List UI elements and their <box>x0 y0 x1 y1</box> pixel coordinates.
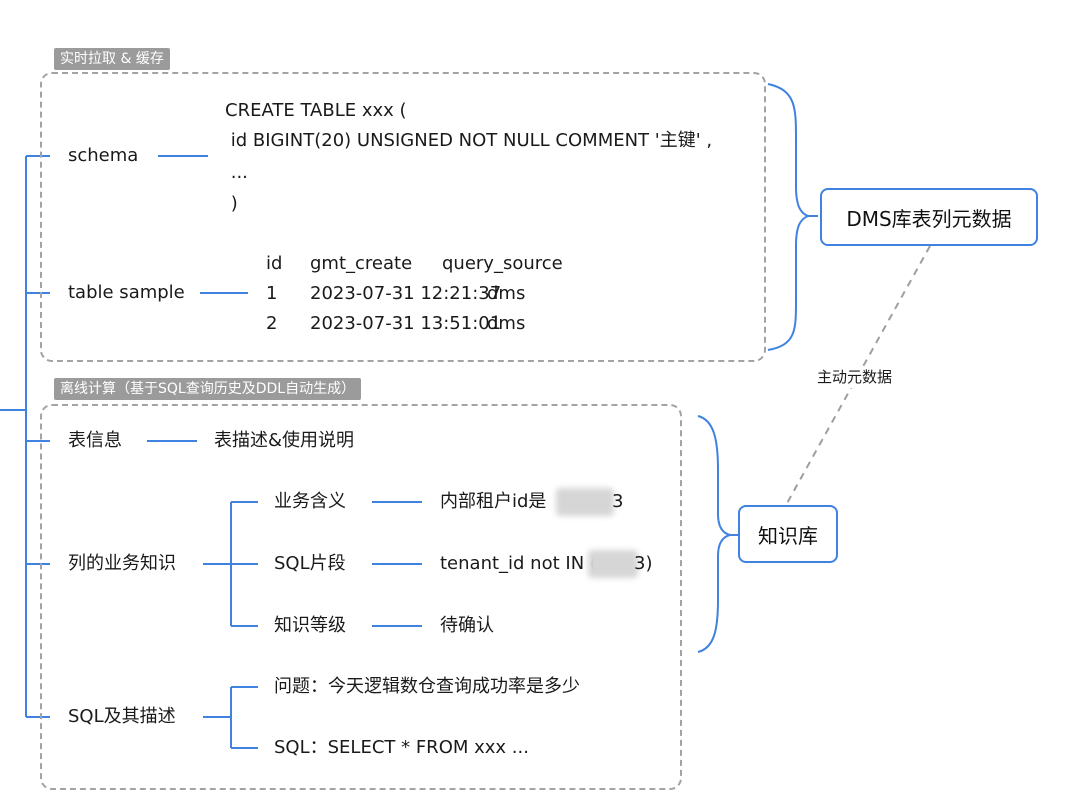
knowledge-level-value: 待确认 <box>440 615 494 636</box>
sample-header-query-source: query_source <box>442 253 563 274</box>
redacted-value-2 <box>588 550 638 578</box>
sample-header-gmt-create: gmt_create <box>310 253 413 274</box>
ddl-line-4: ) <box>225 193 238 214</box>
sql-fragment-tail: 3) <box>634 553 653 574</box>
offline-group-frame <box>40 404 682 790</box>
sql-desc-label: SQL及其描述 <box>68 706 176 727</box>
sample-row-1-time: 2023-07-31 12:21:37 <box>310 283 502 304</box>
sql-fragment-key: SQL片段 <box>274 553 346 574</box>
active-metadata-edge-label: 主动元数据 <box>815 366 895 388</box>
table-info-label: 表信息 <box>68 430 122 451</box>
business-meaning-value: 内部租户id是 <box>440 491 547 512</box>
business-meaning-tail: 3 <box>612 491 624 512</box>
business-meaning-key: 业务含义 <box>274 491 346 512</box>
sql-fragment-value: tenant_id not IN ( <box>440 553 597 574</box>
sample-row-2-time: 2023-07-31 13:51:01 <box>310 313 502 334</box>
sql-question: 问题：今天逻辑数仓查询成功率是多少 <box>274 676 580 697</box>
sql-statement: SQL：SELECT * FROM xxx ... <box>274 737 529 758</box>
table-info-value: 表描述&使用说明 <box>214 430 355 451</box>
offline-group-label: 离线计算（基于SQL查询历史及DDL自动生成） <box>54 378 362 400</box>
redacted-value-1 <box>556 488 614 516</box>
sample-row-2-source: dms <box>487 313 526 334</box>
sample-header-id: id <box>266 253 283 274</box>
ddl-line-2: id BIGINT(20) UNSIGNED NOT NULL COMMENT … <box>225 130 713 151</box>
table-sample-label: table sample <box>68 282 185 303</box>
sample-row-2-id: 2 <box>266 313 278 334</box>
schema-label: schema <box>68 145 139 166</box>
ddl-line-1: CREATE TABLE xxx ( <box>225 100 407 121</box>
sample-row-1-source: dms <box>487 283 526 304</box>
knowledge-base-node: 知识库 <box>738 505 838 563</box>
sample-row-1-id: 1 <box>266 283 278 304</box>
ddl-line-3: ... <box>225 162 248 183</box>
column-knowledge-label: 列的业务知识 <box>68 553 176 574</box>
dms-metadata-node: DMS库表列元数据 <box>820 188 1038 246</box>
knowledge-level-key: 知识等级 <box>274 615 346 636</box>
realtime-group-label: 实时拉取 & 缓存 <box>54 48 170 70</box>
realtime-group-frame <box>40 72 766 362</box>
